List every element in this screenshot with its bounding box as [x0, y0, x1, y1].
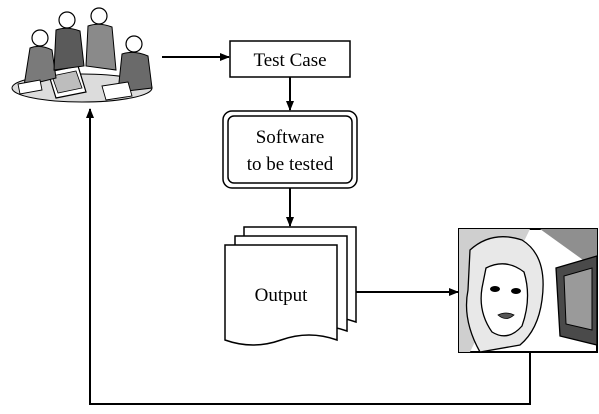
connectors — [86, 53, 531, 405]
arrow-reviewer-to-team — [86, 108, 531, 405]
software-box — [222, 110, 358, 189]
test-case-box — [229, 40, 351, 78]
output-label: Output — [255, 285, 309, 306]
software-label-line1: Software — [256, 127, 325, 148]
reviewer-clipart — [458, 228, 598, 353]
software-label-line2: to be tested — [247, 154, 334, 175]
team-clipart — [11, 7, 153, 103]
output-documents — [224, 226, 357, 346]
test-case-label: Test Case — [253, 50, 326, 71]
